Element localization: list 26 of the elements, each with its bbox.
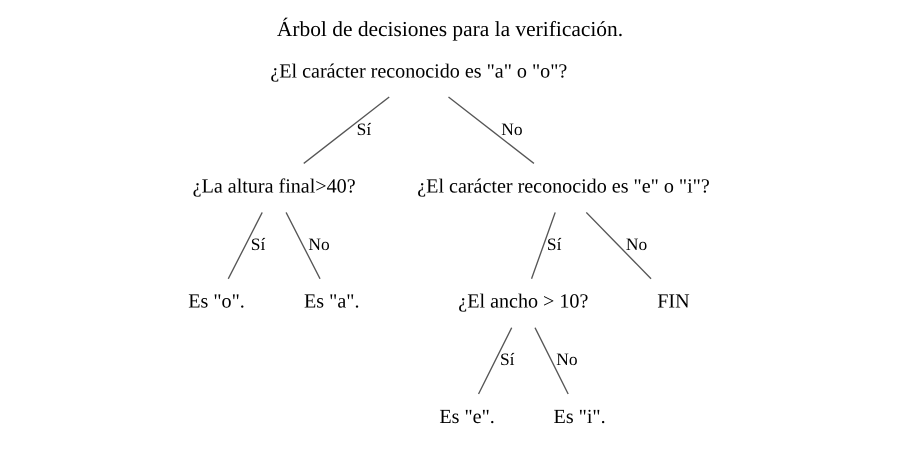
- node-text: ¿El carácter reconocido es "e" o "i"?: [416, 175, 710, 198]
- connector: [448, 96, 534, 164]
- edge-label: No: [308, 234, 330, 254]
- edge-label: Sí: [500, 349, 514, 370]
- node-text: FIN: [656, 290, 690, 313]
- edge-label: Sí: [356, 118, 371, 139]
- connector: [477, 327, 512, 394]
- edge-label: Sí: [250, 234, 265, 254]
- edge-label: No: [556, 349, 578, 370]
- edge-label: No: [500, 118, 522, 139]
- node-text: ¿La altura final>40?: [192, 175, 356, 198]
- node-text: Es "i".: [553, 406, 606, 428]
- connector: [285, 212, 320, 280]
- edge-label: No: [625, 234, 647, 254]
- diagram-title: Árbol de decisiones para la verificación.: [276, 17, 623, 42]
- connector: [530, 212, 556, 279]
- edge-label: Sí: [546, 234, 561, 254]
- connector: [534, 327, 568, 394]
- node-text: Es "e".: [438, 406, 494, 428]
- node-text: Es "a".: [304, 290, 359, 313]
- node-text: ¿El ancho > 10?: [458, 290, 588, 313]
- node-text: ¿El carácter reconocido es "a" o "o"?: [270, 60, 567, 82]
- connector: [585, 212, 652, 280]
- connector: [302, 96, 390, 164]
- connector: [227, 212, 262, 280]
- node-text: Es "o".: [188, 290, 244, 313]
